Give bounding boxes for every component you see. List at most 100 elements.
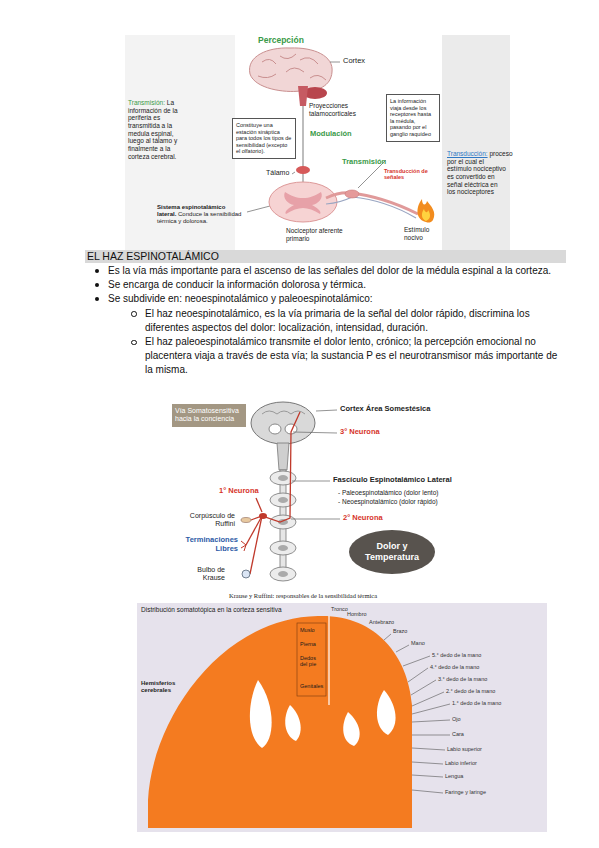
flame-stimulus — [422, 209, 430, 221]
body-region-label: Muslo — [300, 627, 315, 633]
leader-line — [412, 790, 443, 793]
body-region-label: Faringe y laringe — [445, 789, 486, 795]
body-region-label: Lengua — [445, 773, 463, 779]
label-block: 3.° dedo de la mano — [438, 676, 487, 682]
spinal-cord-column — [278, 497, 288, 503]
label-block: Cortex — [343, 57, 365, 66]
brain-illustration — [298, 86, 308, 106]
bullet-text: Se subdivide en: neoespinotalámico y pal… — [108, 293, 373, 304]
label-block: - Neoespinotalámico (dolor rápido) — [338, 498, 438, 506]
label-block: 2° Neurona — [343, 514, 383, 523]
body-region-label: Tronco — [331, 606, 348, 612]
body-region-label: Antebrazo — [369, 619, 394, 625]
neuron-label: 1° Neurona — [219, 486, 259, 495]
label-block: Muslo — [300, 627, 315, 633]
bullet-list: Es la vía más importante para el ascenso… — [85, 264, 566, 378]
spinal-cord-column — [270, 541, 296, 555]
cortex-coronal-section — [285, 705, 300, 741]
note-box: Constituye una estación sináptica para t… — [232, 118, 296, 159]
label-block: Brazo — [393, 628, 407, 634]
part-label: Nociceptor aferente primario — [286, 227, 343, 242]
body-region-label: Genitales — [300, 683, 323, 689]
leader-line — [292, 481, 330, 482]
spinothalamic-pathway — [251, 412, 300, 522]
label-block: Corpúsculo de Ruffini — [180, 512, 235, 529]
node-text: Constituye una estación sináptica para t… — [236, 122, 292, 155]
label-block: Modulación — [310, 130, 352, 139]
brain-coronal-section — [269, 424, 281, 434]
part-label: - Paleoespinotalámico (dolor lento) — [338, 489, 438, 496]
label-block: Bulbo de Krause — [180, 566, 225, 583]
receptor-label: Corpúsculo de Ruffini — [190, 512, 235, 527]
bullet-item: Se encarga de conducir la información do… — [85, 278, 566, 292]
stage-label: Modulación — [310, 129, 352, 138]
body-region-label: Brazo — [393, 628, 407, 634]
leader-line — [293, 432, 337, 433]
body-region-label: Labio inferior — [445, 760, 477, 766]
label-block: 2.° dedo de la mano — [446, 688, 495, 694]
label-block: Terminaciones Libres — [176, 536, 238, 554]
receptor-symbol — [242, 570, 250, 578]
label-block: 1° Neurona — [219, 487, 259, 496]
pain-pathway-figure — [125, 35, 510, 250]
label-block: Estímulo nocivo — [404, 226, 444, 241]
label-block: Transducción de señales — [384, 168, 430, 181]
part-label: Cortex — [343, 56, 365, 65]
part-label: Estímulo nocivo — [404, 226, 429, 241]
body-region-label: Dedos del pie — [300, 655, 316, 667]
spinal-cord-column — [278, 571, 288, 577]
heading-band — [85, 250, 566, 263]
spinal-cord-section — [269, 182, 337, 222]
stage-label: Transducción de señales — [384, 168, 428, 180]
leader-line — [411, 680, 436, 695]
cortex-coronal-section — [148, 616, 412, 828]
receptor-label: Bulbo de Krause — [197, 566, 225, 581]
part-label: Proyecciones talamocorticales — [309, 102, 356, 117]
cortex-coronal-section — [377, 690, 396, 735]
body-region-label: Ojo — [452, 716, 461, 722]
brain-illustration — [250, 48, 333, 92]
sub-bullet-text: El haz neoespinotalámico, es la vía prim… — [145, 308, 530, 333]
ascending-pathway — [296, 166, 310, 174]
leader-line — [292, 172, 295, 174]
bullet-item: Se subdivide en: neoespinotalámico y pal… — [85, 292, 566, 306]
cortex-coronal-section — [250, 680, 272, 748]
label-block: Tálamo — [266, 169, 289, 177]
figure-background — [137, 603, 547, 832]
label-block: Tronco — [331, 606, 348, 612]
leader-line — [396, 645, 409, 652]
ellipse-shape — [349, 530, 435, 574]
leader-line — [403, 656, 430, 666]
body-region-label: Pierna — [300, 641, 316, 647]
spinal-cord-column — [270, 470, 296, 581]
afferent-nerve — [326, 197, 416, 218]
cortex-coronal-section — [343, 712, 359, 746]
brain-illustration — [250, 48, 333, 106]
part-label: Hemisferios cerebrales — [141, 680, 175, 693]
figure-caption: Krause y Ruffini: responsables de la sen… — [150, 592, 456, 600]
neuron-label: 2° Neurona — [343, 513, 383, 522]
bullet-text: Es la vía más importante para el ascenso… — [108, 265, 551, 276]
part-label: Cortex Área Somestésica — [340, 404, 430, 413]
stage-label: Transmisión — [342, 157, 386, 166]
section-heading: EL HAZ ESPINOTALÁMICO — [87, 250, 219, 263]
leader-line — [412, 748, 445, 750]
figure-title: Distribución somatotópica en la corteza … — [141, 606, 282, 613]
label-block: 4.° dedo de la mano — [430, 664, 479, 670]
afferent-nerve — [326, 193, 418, 214]
label-block: Hombro — [347, 611, 367, 617]
topic-ellipse: Dolor y Temperatura — [349, 530, 435, 574]
receptor-symbol — [259, 513, 267, 519]
label-block: 5.° dedo de la mano — [432, 652, 481, 658]
leader-line — [291, 519, 340, 520]
neuron-label: 3° Neurona — [340, 427, 380, 436]
receptor-symbol — [241, 513, 267, 578]
leader-line — [412, 720, 450, 722]
bullet-text: Se encarga de conducir la información do… — [108, 279, 366, 290]
flame-stimulus — [417, 199, 434, 223]
brain-coronal-section — [262, 411, 305, 414]
receptor-label: Terminaciones Libres — [186, 535, 238, 553]
label-block: Cara — [452, 731, 464, 737]
spinal-cord-column — [270, 471, 296, 485]
